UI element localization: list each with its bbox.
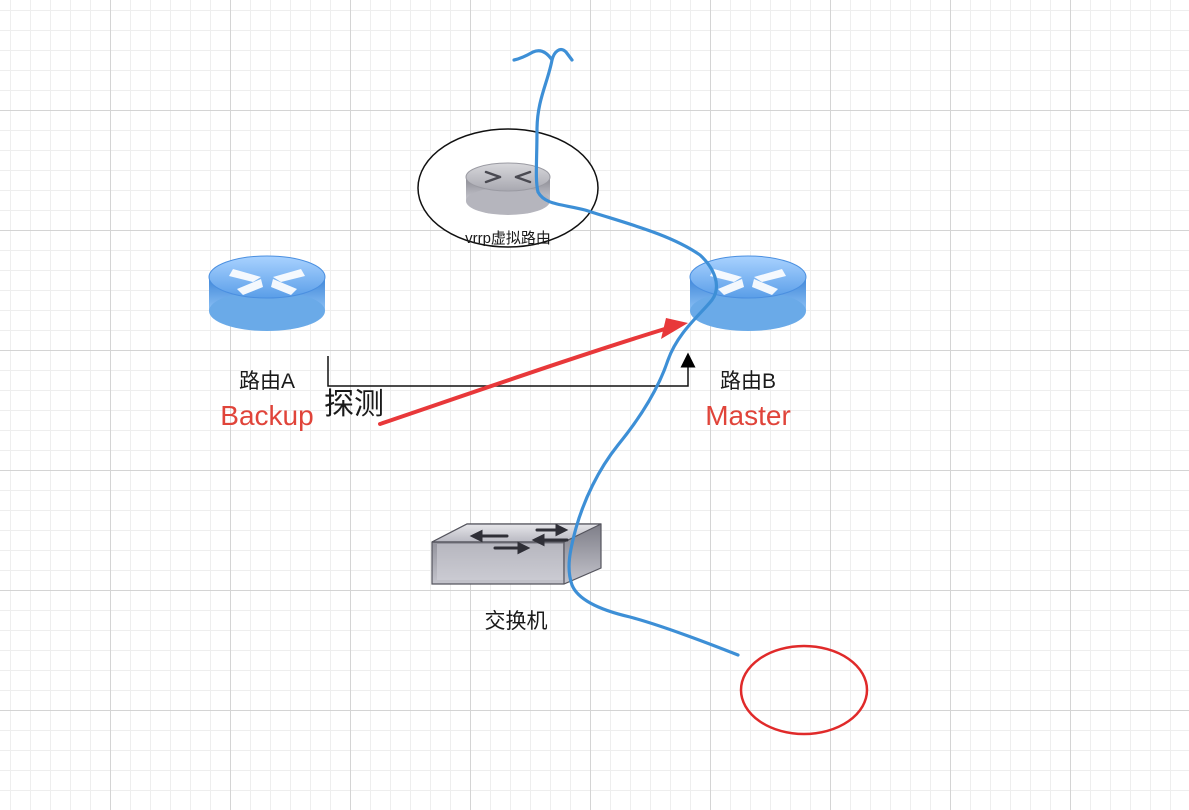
probe-connector [327,352,696,387]
switch-icon [431,523,602,585]
switch-label: 交换机 [485,610,548,633]
traffic-path [512,48,740,657]
router-icon [208,255,326,331]
probe-arrow [378,318,688,426]
router-a-role: Backup [220,400,313,431]
probe-label: 探测 [324,388,384,421]
router-b-role: Master [705,400,791,431]
router-a-label: 路由A [239,370,295,393]
highlight-circle [739,644,869,736]
virtual-router-label: vrrp虚拟路由 [465,230,551,247]
router-icon [689,255,807,331]
router-b-label: 路由B [720,370,776,393]
